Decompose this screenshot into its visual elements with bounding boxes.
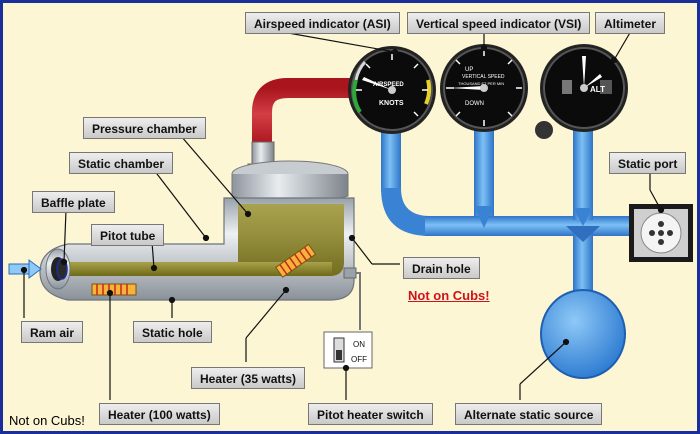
label-pressure-chamber: Pressure chamber	[83, 117, 206, 139]
ram-air-arrow	[8, 259, 42, 279]
note-not-on-cubs-drain: Not on Cubs!	[408, 288, 490, 303]
vsi-face-down: DOWN	[465, 101, 484, 107]
switch-off-label: OFF	[351, 355, 367, 364]
note-not-on-cubs-heater: Not on Cubs!	[9, 413, 85, 428]
vertical-speed-indicator-gauge	[440, 44, 528, 132]
label-static-hole: Static hole	[133, 321, 212, 343]
vsi-face-subtitle: THOUSAND FT PER MIN	[458, 81, 505, 86]
label-heater-35-watts: Heater (35 watts)	[191, 367, 306, 389]
label-drain-hole: Drain hole	[403, 257, 480, 279]
vsi-face-title: VERTICAL SPEED	[462, 74, 505, 80]
label-static-port: Static port	[609, 152, 687, 174]
label-airspeed-indicator: Airspeed indicator (ASI)	[245, 12, 400, 34]
static-line	[381, 124, 640, 290]
vsi-face-up: UP	[465, 67, 474, 73]
label-pitot-tube: Pitot tube	[91, 224, 165, 246]
label-baffle-plate: Baffle plate	[32, 191, 115, 213]
airspeed-indicator-gauge	[348, 46, 436, 134]
label-pitot-heater-switch: Pitot heater switch	[308, 403, 433, 425]
alternate-static-source-dome	[540, 282, 626, 379]
label-heater-100-watts: Heater (100 watts)	[99, 403, 220, 425]
label-altimeter: Altimeter	[595, 12, 666, 34]
static-port-fitting	[629, 204, 693, 262]
asi-face-title: AIRSPEED	[373, 82, 404, 88]
pitot-line	[252, 78, 352, 146]
pitot-static-diagram	[8, 30, 693, 400]
altimeter-gauge	[535, 44, 628, 139]
pitot-tube-assembly	[39, 141, 361, 330]
label-static-chamber: Static chamber	[69, 152, 174, 174]
switch-on-label: ON	[353, 340, 365, 349]
label-vertical-speed-indicator: Vertical speed indicator (VSI)	[407, 12, 591, 34]
label-alternate-static-source: Alternate static source	[455, 403, 603, 425]
alt-face-label: ALT	[590, 85, 605, 94]
label-ram-air: Ram air	[21, 321, 84, 343]
asi-face-unit: KNOTS	[379, 100, 404, 107]
leader-lines	[20, 30, 665, 400]
